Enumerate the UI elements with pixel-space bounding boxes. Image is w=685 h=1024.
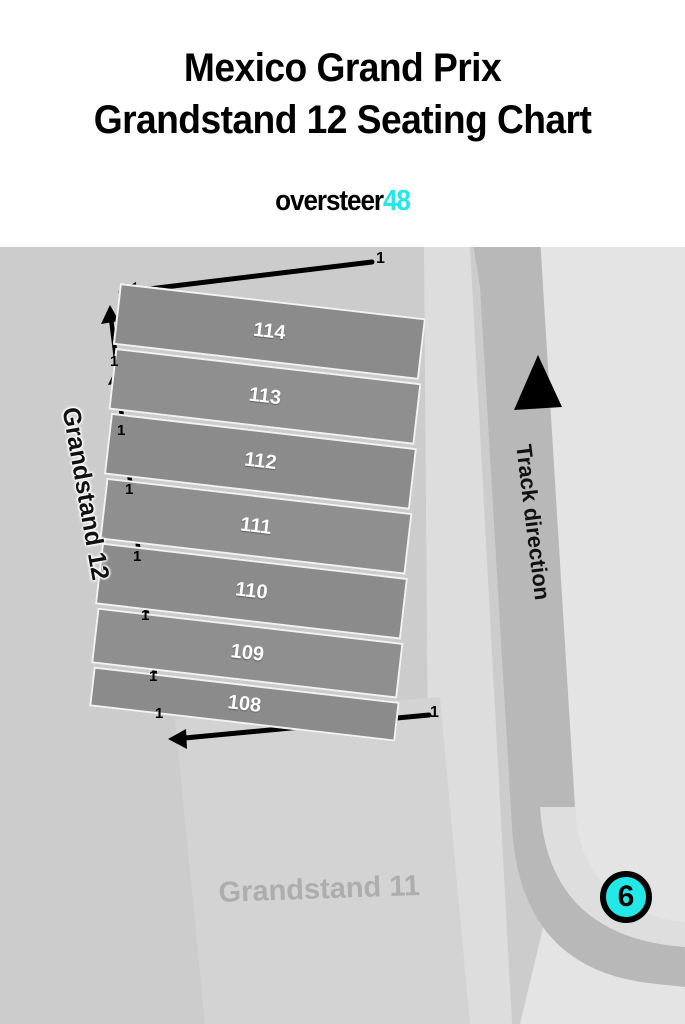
row-start-label-111: 1 (133, 548, 142, 565)
row-start-label-112: 1 (125, 481, 134, 498)
brand-logo[interactable]: oversteer48 (34, 185, 651, 218)
turn-marker-6[interactable]: 6 (600, 871, 652, 923)
seating-block-108-label: 108 (226, 690, 263, 717)
row-start-label-114: 1 (110, 353, 119, 370)
seat-start-label-bottom: 1 (430, 704, 439, 721)
seating-block-110-label: 110 (234, 577, 269, 604)
chart-header: Mexico Grand Prix Grandstand 12 Seating … (0, 0, 685, 247)
seating-block-114-label: 114 (252, 318, 287, 344)
brand-logo-number: 48 (382, 185, 411, 217)
track-inner-verge (540, 807, 685, 947)
page-title-line-2: Grandstand 12 Seating Chart (93, 98, 592, 142)
paddock-patch (528, 995, 685, 1024)
grandstand-11-label: Grandstand 11 (218, 869, 421, 909)
brand-logo-word: oversteer (275, 185, 384, 217)
row-start-label-110: 1 (141, 607, 150, 624)
grandstand-11-shape (175, 697, 470, 1024)
seating-map[interactable]: 114 113 112 111 110 109 108 Grandstand 1… (0, 247, 685, 1024)
row-start-label-113: 1 (117, 422, 126, 439)
seat-arrow-head-bottom (168, 729, 187, 749)
page-title-line-1: Mexico Grand Prix (183, 46, 502, 90)
seating-block-112-label: 112 (243, 448, 278, 474)
seating-block-111-label: 111 (239, 513, 273, 539)
turn-marker-6-number: 6 (617, 880, 635, 913)
row-start-label-109: 1 (149, 668, 158, 685)
track-ribbon (473, 247, 685, 987)
seating-block-109-label: 109 (229, 639, 266, 666)
page-title: Mexico Grand Prix Grandstand 12 Seating … (24, 42, 661, 146)
seating-block-113-label: 113 (247, 383, 283, 409)
seat-start-label-top: 1 (376, 250, 385, 267)
track-direction-arrow-icon (514, 355, 562, 410)
row-start-label-108: 1 (155, 705, 164, 722)
